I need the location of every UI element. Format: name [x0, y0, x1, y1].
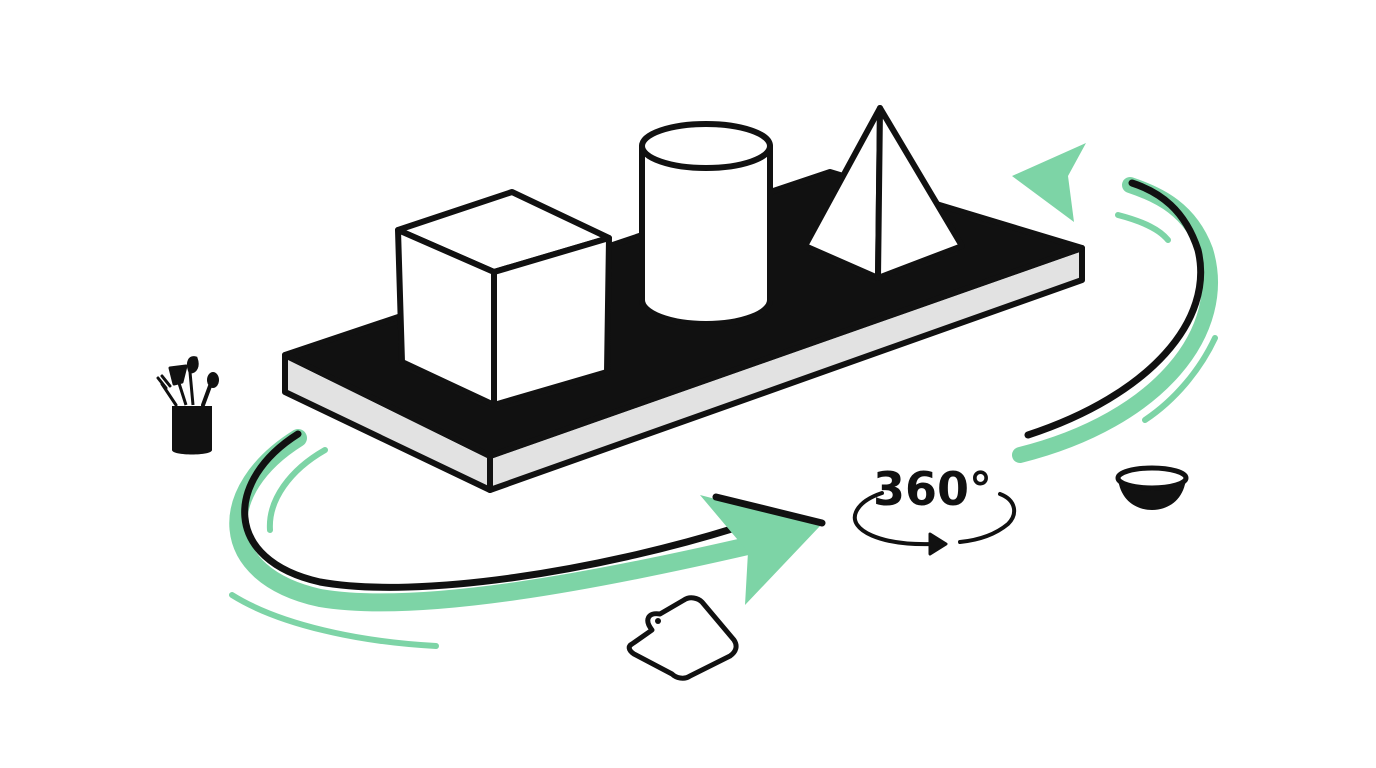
cutting-board-icon [626, 595, 739, 681]
pyramid-icon [802, 105, 965, 281]
rotation-ring-arrowhead [928, 532, 948, 556]
orbit-streak-1 [1115, 212, 1171, 243]
bowl-icon [1115, 465, 1189, 510]
utensil-cup [172, 406, 212, 455]
rotation-ring-right [958, 492, 1017, 544]
orbit-front [229, 429, 826, 649]
utensil-spoon [201, 384, 212, 407]
bowl-rim [1115, 465, 1189, 491]
orbit-arrowhead-front [700, 495, 820, 605]
rotate-360-icon: 360° [852, 462, 1017, 556]
utensil-holder-icon [156, 356, 219, 455]
orbit-front-streak-2 [229, 592, 439, 649]
cube-icon [395, 189, 612, 408]
orbit-streak-2 [1142, 335, 1218, 423]
rotation-ring-left [852, 491, 937, 547]
pyramid-right-face [875, 105, 965, 281]
rotation-label: 360° [873, 462, 992, 516]
cylinder-body [639, 143, 773, 327]
orbit-right [1012, 143, 1218, 463]
orbit-arrowhead-top [1012, 143, 1086, 222]
cylinder-icon [639, 121, 773, 327]
utensil-spoon-bowl [207, 372, 219, 388]
orbit-front-line [241, 430, 739, 591]
orbit-right-accent [1012, 177, 1218, 463]
utensil-spatula [168, 364, 188, 406]
cutting-board-hole [655, 618, 661, 624]
orbit-front-streak-1 [266, 447, 328, 533]
cutting-board [626, 595, 739, 681]
utensil-fork [156, 374, 178, 407]
orbit-arrowhead-edge [712, 493, 826, 527]
cube-right [491, 235, 612, 408]
orbit-right-line [1024, 179, 1205, 439]
utensil-leaf [186, 356, 199, 406]
cylinder-top [639, 121, 773, 171]
